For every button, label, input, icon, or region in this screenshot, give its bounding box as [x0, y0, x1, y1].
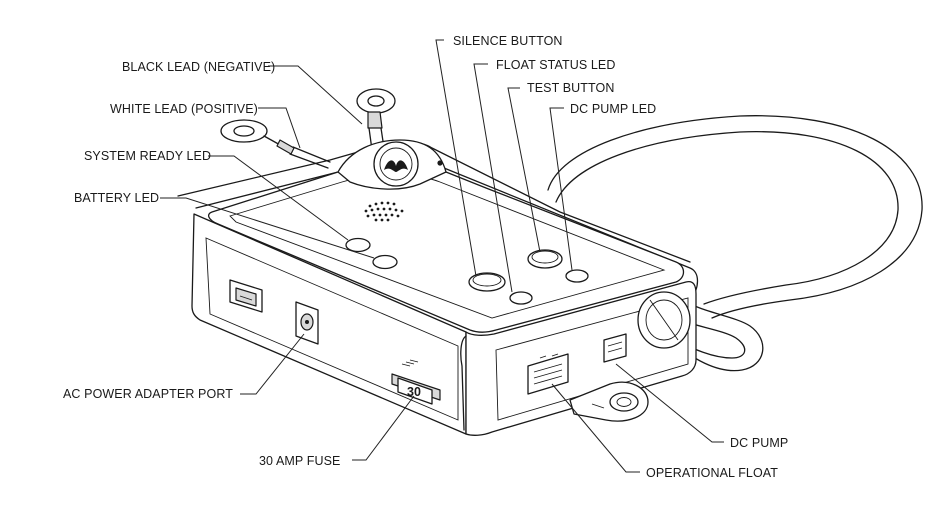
- operational-float-port[interactable]: [527, 353, 569, 395]
- label-ac-power-adapter-port: AC POWER ADAPTER PORT: [63, 387, 233, 401]
- label-30-amp-fuse: 30 AMP FUSE: [259, 454, 340, 468]
- fuse-rating-text: 30: [407, 385, 421, 399]
- label-float-status-led: FLOAT STATUS LED: [496, 58, 615, 72]
- label-dc-pump: DC PUMP: [730, 436, 788, 450]
- callout-labels: BLACK LEAD (NEGATIVE) WHITE LEAD (POSITI…: [63, 34, 788, 480]
- label-silence-button: SILENCE BUTTON: [453, 34, 563, 48]
- label-black-lead: BLACK LEAD (NEGATIVE): [122, 60, 275, 74]
- test-button[interactable]: [527, 249, 563, 269]
- white-lead: [220, 119, 331, 169]
- speaker-grille: [364, 201, 404, 222]
- label-test-button: TEST BUTTON: [527, 81, 614, 95]
- label-system-ready-led: SYSTEM READY LED: [84, 149, 211, 163]
- system-ready-led: [345, 237, 371, 253]
- ac-power-adapter-port[interactable]: [295, 301, 319, 345]
- label-white-lead: WHITE LEAD (POSITIVE): [110, 102, 258, 116]
- float-status-led: [509, 291, 533, 305]
- usb-port[interactable]: [229, 279, 263, 313]
- battery-led: [372, 254, 398, 270]
- silence-button[interactable]: [468, 272, 506, 292]
- fuse-holder[interactable]: 30: [391, 359, 441, 405]
- cable-strain-relief: [637, 291, 691, 349]
- mounting-tab: [569, 381, 649, 422]
- dc-pump-port[interactable]: [603, 333, 627, 363]
- label-operational-float: OPERATIONAL FLOAT: [646, 466, 778, 480]
- pump-cable-loop: [547, 115, 923, 372]
- dc-pump-led: [565, 269, 589, 283]
- leader-lines: [160, 39, 724, 473]
- label-dc-pump-led: DC PUMP LED: [570, 102, 656, 116]
- label-battery-led: BATTERY LED: [74, 191, 159, 205]
